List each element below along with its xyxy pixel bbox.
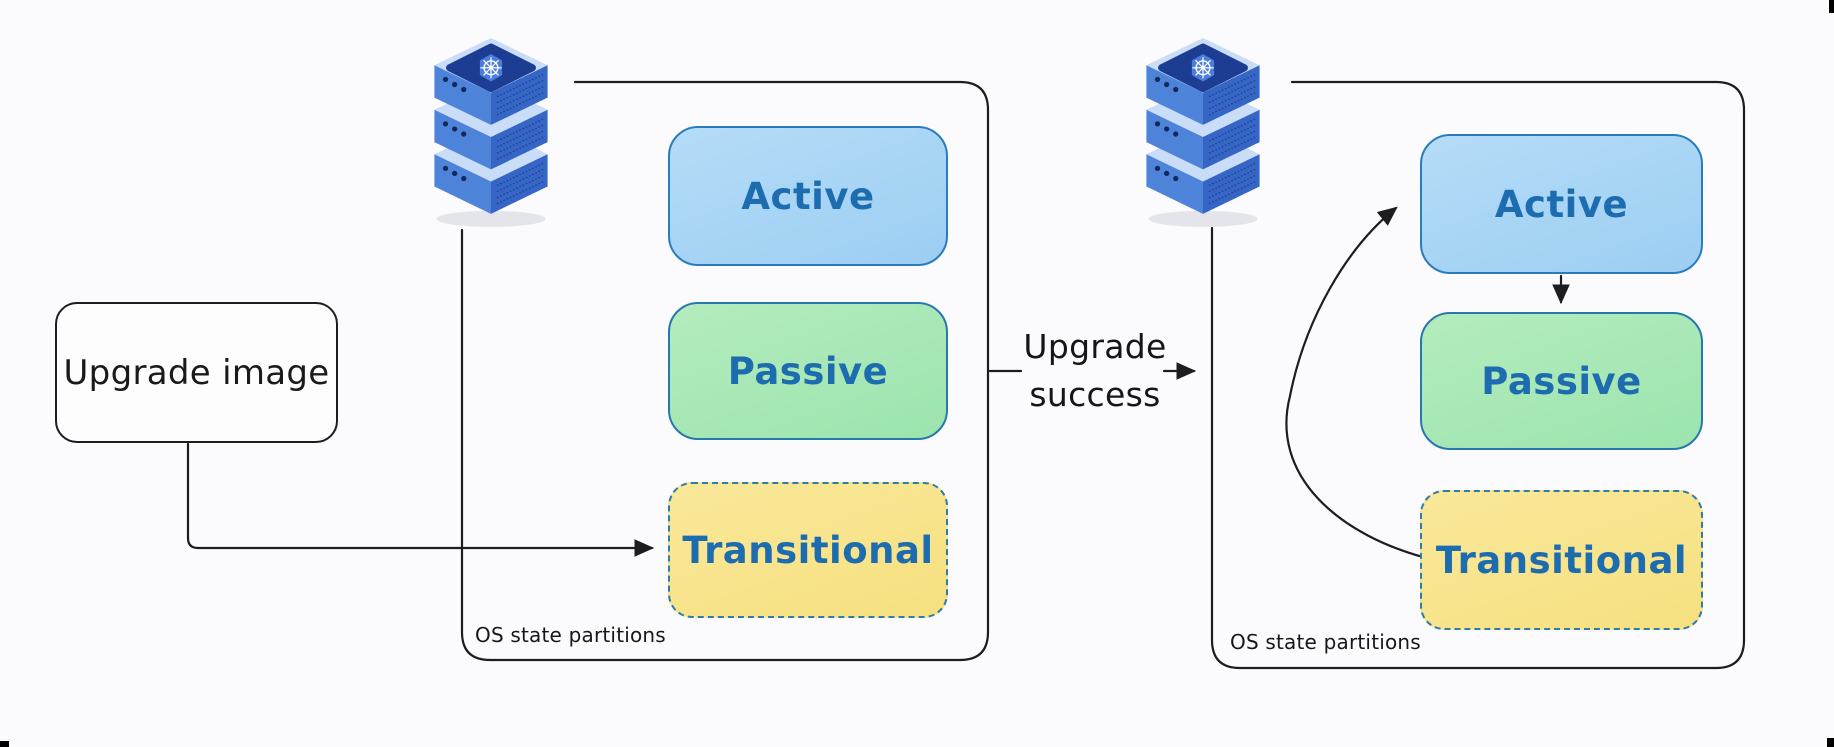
kubernetes-logo (446, 43, 536, 93)
screen-artifact (0, 741, 9, 747)
transitional-to-active-curved-arrow (1285, 206, 1436, 562)
right-partition-active-label: Active (1494, 182, 1629, 226)
screen-artifact (1829, 0, 1834, 13)
left-partition-transitional-label: Transitional (682, 528, 934, 572)
left-partition-passive-label: Passive (727, 349, 889, 393)
upgrade-image-label: Upgrade image (63, 352, 330, 393)
left-cluster-caption: OS state partitions (475, 623, 666, 647)
server-unit (1146, 38, 1260, 125)
helm-wheel-icon (480, 57, 502, 79)
right-cluster-caption: OS state partitions (1230, 630, 1421, 654)
left-partition-active: Active (668, 126, 948, 266)
server-shadow (436, 210, 546, 227)
left-partition-active-label: Active (741, 174, 875, 218)
kubernetes-server-icon (434, 38, 548, 227)
right-cluster-container (1210, 80, 1746, 670)
upgrade-image-node: Upgrade image (55, 302, 338, 443)
right-partition-passive: Passive (1420, 312, 1703, 450)
server-shadow (1148, 210, 1258, 227)
right-partition-transitional: Transitional (1420, 490, 1703, 630)
kubernetes-logo (1158, 43, 1248, 93)
upgrade-success-line1: Upgrade (1023, 327, 1167, 366)
helm-wheel-icon (1192, 57, 1214, 79)
upgrade-success-line2: success (1029, 375, 1161, 414)
right-partition-active: Active (1420, 134, 1703, 274)
right-partition-passive-label: Passive (1481, 359, 1642, 403)
screen-artifact (1827, 738, 1834, 747)
left-partition-transitional: Transitional (668, 482, 948, 618)
left-cluster-container (460, 80, 990, 662)
right-partition-transitional-label: Transitional (1435, 538, 1688, 582)
left-partition-passive: Passive (668, 302, 948, 440)
kubernetes-server-icon (1146, 38, 1260, 227)
upgrade-image-to-transitional-arrow (186, 442, 655, 557)
upgrade-success-label: Upgrade success (990, 323, 1200, 419)
